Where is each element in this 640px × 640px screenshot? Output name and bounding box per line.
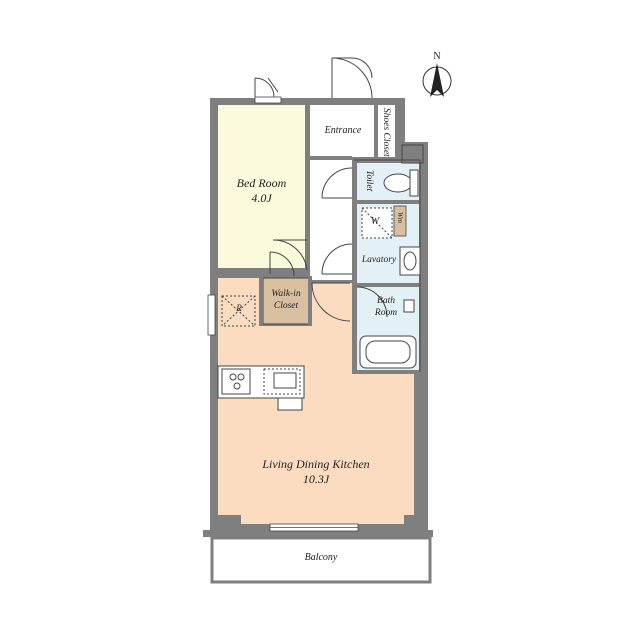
bedroom-name: Bed Room <box>236 176 287 190</box>
bedroom-label: Bed Room 4.0J <box>218 176 305 206</box>
bathtub-icon <box>359 299 417 369</box>
entrance-floor <box>310 105 374 157</box>
bedroom-top-door[interactable] <box>254 77 279 98</box>
west-window <box>207 294 216 336</box>
toilet-icon <box>383 169 419 197</box>
ldk-floor <box>218 278 414 524</box>
washer-label: W <box>370 216 380 227</box>
north-compass-icon <box>422 63 452 97</box>
refrigerator-label: R <box>236 303 242 313</box>
toilet-label: Toilet <box>363 170 374 192</box>
bathroom-line2: Room <box>374 307 398 318</box>
shoes-closet-floor <box>377 105 395 157</box>
compass-label: N <box>433 51 441 62</box>
washing-machine-icon <box>361 207 393 239</box>
shoes-closet-label: Shoes Closet <box>380 108 391 157</box>
ldk-label: Living Dining Kitchen 10.3J <box>218 457 414 487</box>
south-window <box>269 523 359 532</box>
interior-walls <box>218 103 420 374</box>
lavatory-label: Lavatory <box>361 255 397 265</box>
bedroom-size: 4.0J <box>251 191 272 205</box>
hall-door[interactable] <box>311 282 351 322</box>
walkin-closet-label: Walk-in Closet <box>263 289 309 313</box>
bathroom-label: Bath Room <box>362 296 410 320</box>
entrance-label: Entrance <box>324 125 362 136</box>
ldk-size: 10.3J <box>302 472 330 486</box>
hall-floor <box>310 160 352 280</box>
refrigerator-icon <box>221 295 256 327</box>
sink-icon <box>399 246 421 276</box>
walkin-closet-line2: Closet <box>273 300 299 311</box>
washroom-door[interactable] <box>321 243 353 275</box>
balcony-floor <box>210 536 432 584</box>
ldk-name: Living Dining Kitchen <box>262 457 370 471</box>
walkin-closet-line1: Walk-in <box>271 289 301 299</box>
bathroom-door[interactable] <box>356 286 388 318</box>
bedroom-floor <box>218 105 305 268</box>
entrance-door[interactable] <box>331 57 373 99</box>
closet-door[interactable] <box>269 251 295 277</box>
bathroom-line1: Bath <box>377 296 395 306</box>
balcony-label: Balcony <box>304 552 338 563</box>
kitchen-counter <box>217 365 305 411</box>
hall-upper-door[interactable] <box>321 167 353 199</box>
wm-box <box>393 205 407 237</box>
wm-label: Wm <box>395 212 404 223</box>
bedroom-door[interactable] <box>272 239 308 271</box>
bedroom-window <box>254 96 282 104</box>
